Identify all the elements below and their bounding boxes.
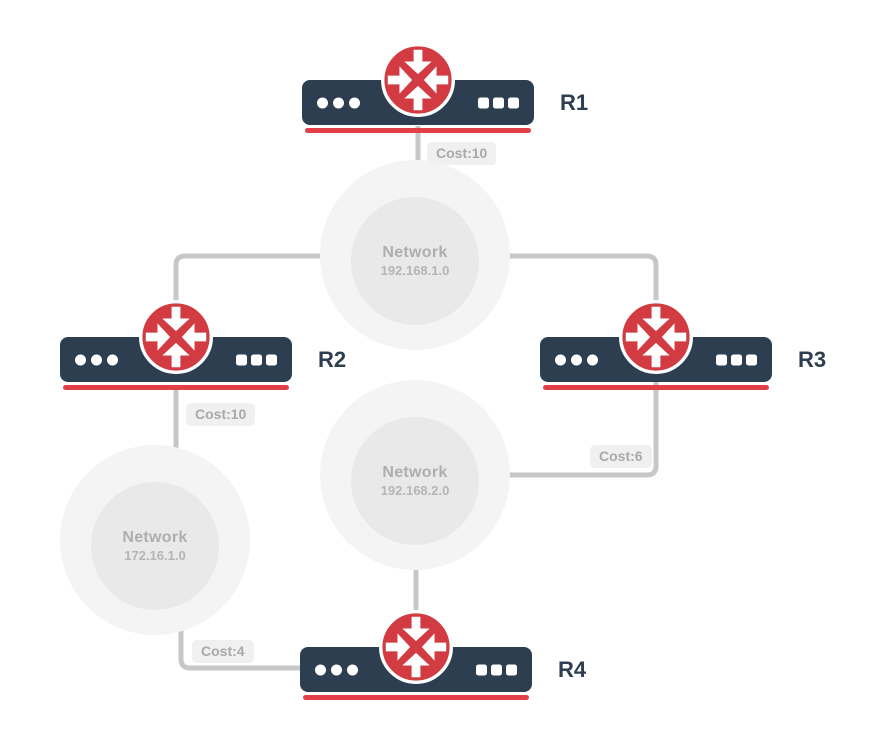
network-name: Network (122, 529, 188, 546)
arrow-left-icon (181, 323, 207, 351)
arrow-right-icon (625, 323, 651, 351)
arrow-up-icon (162, 342, 190, 368)
arrow-down-icon (162, 306, 190, 332)
led-dot (587, 354, 598, 365)
arrow-left-icon (423, 66, 449, 94)
router-leds (555, 354, 598, 365)
cloud-inner-circle: Network 192.168.2.0 (351, 417, 479, 545)
led-dot (333, 97, 344, 108)
router-ports (478, 97, 519, 108)
port-square (493, 97, 504, 108)
cloud-inner-circle: Network 172.16.1.0 (91, 482, 219, 610)
led-dot (75, 354, 86, 365)
router-ports (716, 354, 757, 365)
router-node-r1[interactable]: R1 (302, 42, 588, 133)
port-square (508, 97, 519, 108)
router-label: R3 (798, 346, 827, 372)
network-name: Network (382, 244, 448, 261)
router-underline (543, 385, 769, 390)
network-name: Network (382, 464, 448, 481)
led-dot (91, 354, 102, 365)
arrow-up-icon (402, 652, 430, 678)
arrow-right-icon (385, 633, 411, 661)
router-node-r4[interactable]: R4 (300, 609, 586, 700)
cost-badge-r2-172-16-1-0: Cost:10 (186, 403, 256, 426)
cost-badge-r3-192-168-2-0: Cost:6 (590, 445, 652, 468)
led-dot (347, 664, 358, 675)
router-leds (317, 97, 360, 108)
arrow-up-icon (404, 85, 432, 111)
port-square (716, 354, 727, 365)
link-192-168-1-0-to-r3 (415, 253, 659, 350)
router-label: R2 (318, 346, 347, 372)
led-dot (317, 97, 328, 108)
port-square (746, 354, 757, 365)
led-dot (555, 354, 566, 365)
led-dot (315, 664, 326, 675)
network-ip: 192.168.2.0 (380, 483, 450, 498)
port-square (266, 354, 277, 365)
arrow-left-icon (421, 633, 447, 661)
router-ports (476, 664, 517, 675)
arrow-left-icon (661, 323, 687, 351)
arrow-up-icon (642, 342, 670, 368)
router-icon (378, 609, 454, 685)
router-underline (303, 695, 529, 700)
port-square (476, 664, 487, 675)
router-leds (315, 664, 358, 675)
link-192-168-1-0-to-r2 (173, 253, 415, 350)
arrow-down-icon (404, 49, 432, 75)
router-node-r2[interactable]: R2 (60, 299, 346, 390)
arrow-right-icon (387, 66, 413, 94)
network-cloud-192-168-1-0[interactable]: Network 192.168.1.0 (320, 160, 510, 350)
router-ports (236, 354, 277, 365)
port-square (731, 354, 742, 365)
cost-badge-r1-192-168-1-0: Cost:10 (427, 142, 497, 165)
router-node-r3[interactable]: R3 (540, 299, 826, 390)
router-label: R4 (558, 656, 587, 682)
arrow-right-icon (145, 323, 171, 351)
link-172-16-1-0-to-r4 (178, 555, 312, 671)
port-square (491, 664, 502, 675)
router-leds (75, 354, 118, 365)
router-icon (380, 42, 456, 118)
led-dot (107, 354, 118, 365)
router-icon (618, 299, 694, 375)
led-dot (571, 354, 582, 365)
port-square (478, 97, 489, 108)
router-label: R1 (560, 89, 589, 115)
arrow-down-icon (642, 306, 670, 332)
network-cloud-172-16-1-0[interactable]: Network 172.16.1.0 (60, 445, 250, 635)
arrow-down-icon (402, 616, 430, 642)
port-square (236, 354, 247, 365)
led-dot (349, 97, 360, 108)
network-ip: 192.168.1.0 (380, 263, 450, 278)
port-square (506, 664, 517, 675)
network-ip: 172.16.1.0 (124, 548, 186, 563)
port-square (251, 354, 262, 365)
router-underline (63, 385, 289, 390)
link-r3-to-192-168-2-0 (415, 380, 659, 478)
network-cloud-192-168-2-0[interactable]: Network 192.168.2.0 (320, 380, 510, 570)
router-icon (138, 299, 214, 375)
cloud-inner-circle: Network 192.168.1.0 (351, 197, 479, 325)
cost-badge-172-16-1-0-r4: Cost:4 (192, 640, 254, 663)
led-dot (331, 664, 342, 675)
router-underline (305, 128, 531, 133)
